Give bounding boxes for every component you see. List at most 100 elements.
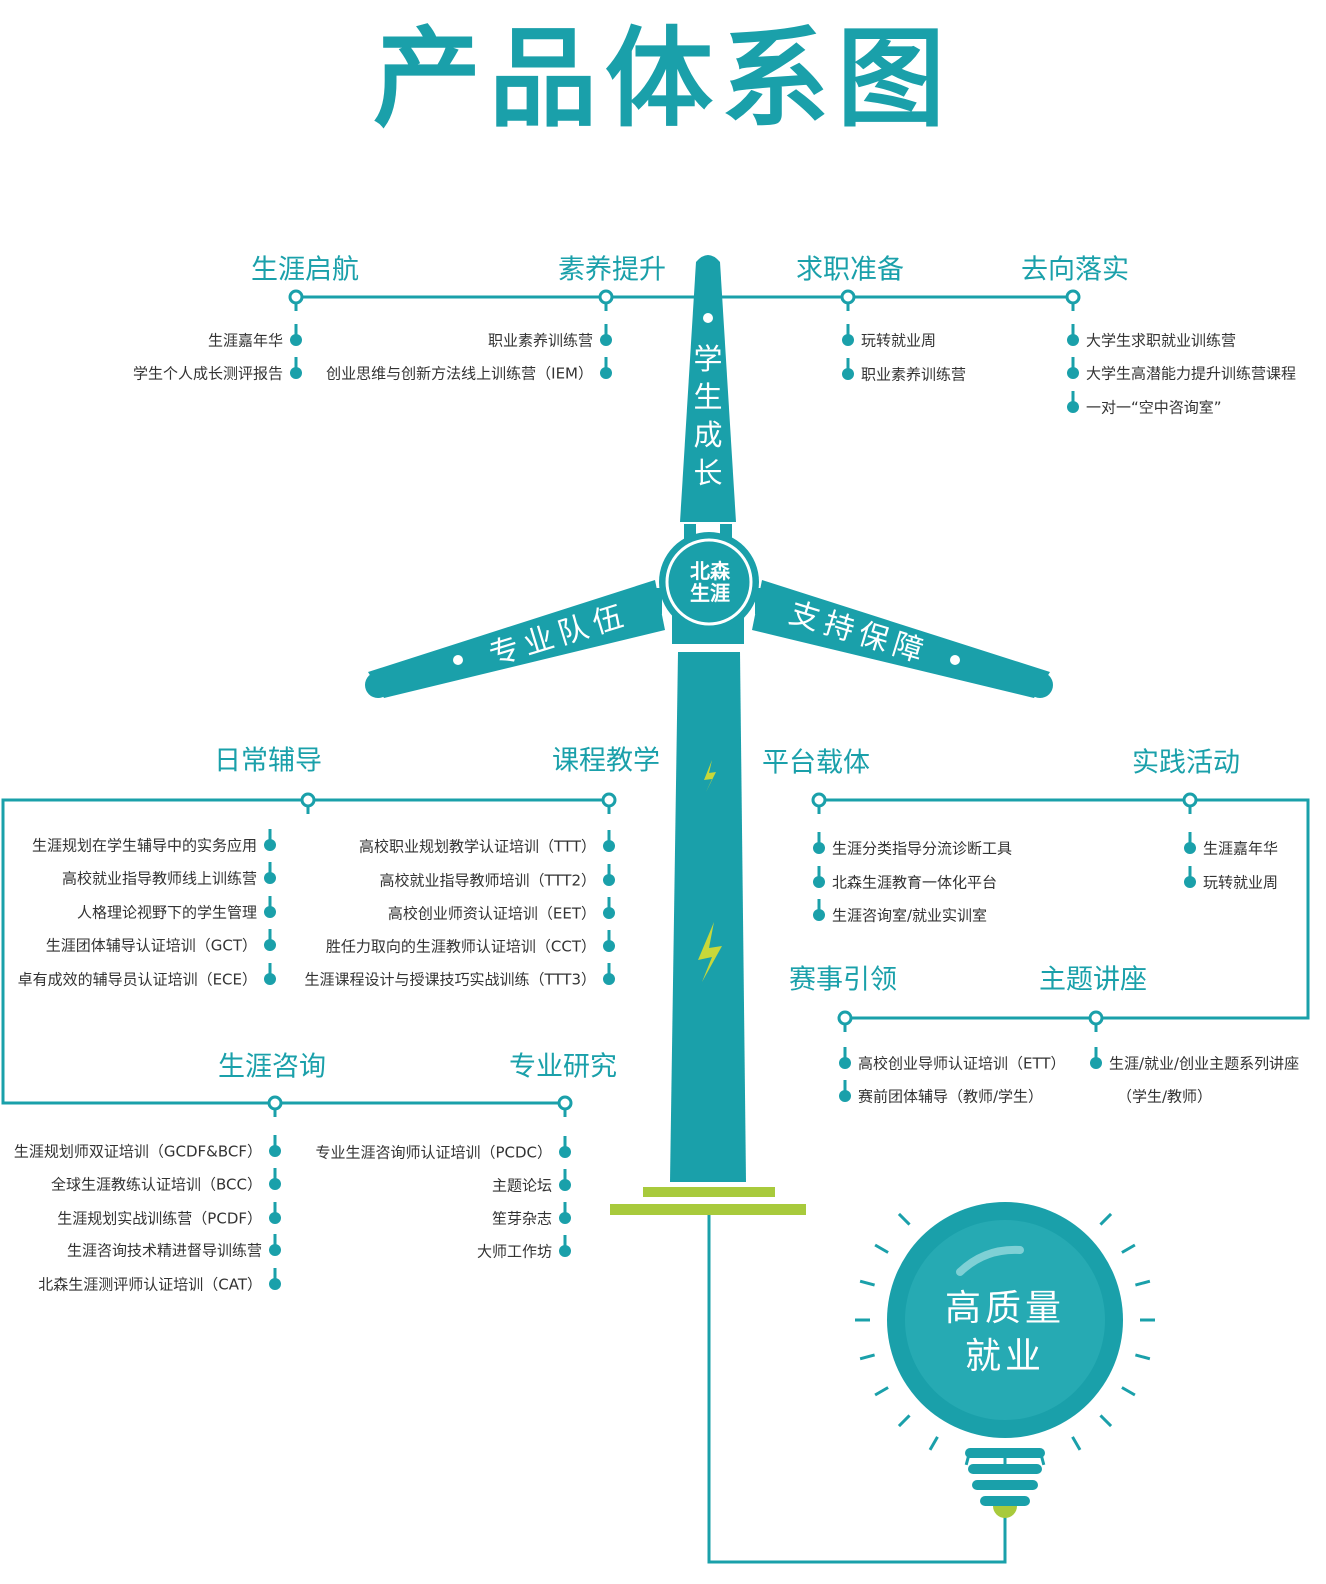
bulb-label: 高质量就业 [905, 1285, 1105, 1381]
hub-logo-line1: 北森 [690, 559, 730, 583]
list-item: 创业思维与创新方法线上训练营（IEM） [326, 364, 593, 383]
node-ring-icon [1088, 1010, 1104, 1026]
list-item: 北森生涯教育一体化平台 [832, 873, 998, 892]
bullet-dot-icon [1090, 1057, 1102, 1069]
section-header: 日常辅导 [214, 745, 322, 777]
bullet-dot-icon [290, 334, 302, 346]
bullet-dot-icon [1184, 842, 1196, 854]
section-header: 平台载体 [762, 747, 870, 779]
list-item: 生涯分类指导分流诊断工具 [832, 839, 1013, 858]
list-item: 生涯规划师双证培训（GCDF&BCF） [13, 1142, 262, 1161]
node-ring-icon [598, 289, 614, 305]
list-item: 玩转就业周 [861, 331, 937, 350]
list-item: 专业生涯咨询师认证培训（PCDC） [315, 1143, 552, 1162]
bullet-dot-icon [839, 1057, 851, 1069]
light-ray [897, 1212, 911, 1226]
light-ray [897, 1414, 911, 1428]
list-item: 卓有成效的辅导员认证培训（ECE） [17, 970, 257, 989]
list-item: 高校就业指导教师线上训练营 [61, 869, 257, 888]
bullet-dot-icon [269, 1278, 281, 1290]
list-item: 生涯嘉年华 [1203, 839, 1279, 858]
lightbulb-icon [855, 1202, 1155, 1518]
list-item: 高校职业规划教学认证培训（TTT） [359, 837, 596, 856]
section-header: 去向落实 [1021, 254, 1129, 286]
list-item: 生涯团体辅导认证培训（GCT） [45, 936, 257, 955]
list-item: 生涯咨询室/就业实训室 [832, 906, 988, 925]
light-ray [1099, 1414, 1113, 1428]
bullet-dot-icon [264, 973, 276, 985]
list-item: 大师工作坊 [476, 1242, 552, 1261]
windmill-icon [365, 255, 1053, 1215]
light-ray [1135, 1279, 1151, 1287]
node-ring-icon [557, 1095, 573, 1111]
light-ray [964, 1450, 972, 1466]
bullet-dot-icon [839, 1090, 851, 1102]
list-item: （学生/教师） [1117, 1087, 1213, 1106]
bullet-dot-icon [603, 940, 615, 952]
list-item: 大学生高潜能力提升训练营课程 [1086, 364, 1297, 383]
list-item: 生涯嘉年华 [207, 331, 283, 350]
light-ray [1121, 1386, 1136, 1397]
node-ring-icon [837, 1010, 853, 1026]
list-item: 大学生求职就业训练营 [1086, 331, 1237, 350]
bullet-dot-icon [813, 909, 825, 921]
hub-logo: 北森生涯 [680, 560, 740, 604]
section-header: 课程教学 [552, 745, 660, 777]
list-item: 一对一“空中咨询室” [1086, 398, 1222, 417]
list-item: 生涯规划实战训练营（PCDF） [57, 1209, 262, 1228]
list-item: 生涯规划在学生辅导中的实务应用 [31, 836, 257, 855]
list-item: 赛前团体辅导（教师/学生） [858, 1087, 1044, 1106]
node-ring-icon [1065, 289, 1081, 305]
list-item: 人格理论视野下的学生管理 [76, 903, 257, 922]
bullet-dot-icon [813, 842, 825, 854]
bullet-dot-icon [603, 874, 615, 886]
list-item: 全球生涯教练认证培训（BCC） [51, 1175, 262, 1194]
bullet-dot-icon [842, 334, 854, 346]
light-ray [874, 1386, 889, 1397]
bullet-dot-icon [269, 1145, 281, 1157]
list-item: 生涯/就业/创业主题系列讲座 [1109, 1054, 1300, 1073]
bullet-dot-icon [269, 1178, 281, 1190]
bullet-dot-icon [813, 876, 825, 888]
bulb-label-line1: 高质量 [944, 1288, 1065, 1329]
bullet-dot-icon [264, 906, 276, 918]
node-ring-icon [1182, 792, 1198, 808]
bullet-dot-icon [559, 1245, 571, 1257]
list-item: 职业素养训练营 [487, 331, 593, 350]
section-header: 生涯咨询 [218, 1051, 326, 1083]
bullet-dot-icon [264, 872, 276, 884]
bulb-label-line2: 就业 [964, 1336, 1045, 1377]
list-item: 笙芽杂志 [491, 1209, 552, 1228]
list-item: 胜任力取向的生涯教师认证培训（CCT） [325, 937, 596, 956]
bullet-dot-icon [842, 368, 854, 380]
page-title: 产品体系图 [372, 17, 953, 142]
blade-label-top: 学生成长 [693, 342, 723, 490]
connector-lines [1, 295, 1310, 1564]
bullet-dot-icon [1067, 334, 1079, 346]
list-item: 主题论坛 [491, 1176, 552, 1195]
node-ring-icon [267, 1095, 283, 1111]
bullet-dot-icon [290, 367, 302, 379]
section-header: 专业研究 [509, 1051, 617, 1083]
bullet-dot-icon [269, 1244, 281, 1256]
bullet-dot-icon [603, 973, 615, 985]
list-item: 生涯咨询技术精进督导训练营 [66, 1241, 262, 1260]
bullet-dot-icon [559, 1212, 571, 1224]
bullet-dot-icon [264, 839, 276, 851]
bullet-dot-icon [269, 1212, 281, 1224]
light-ray [928, 1436, 939, 1451]
list-item: 高校创业导师认证培训（ETT） [858, 1054, 1066, 1073]
section-header: 实践活动 [1132, 747, 1240, 779]
section-header: 主题讲座 [1039, 964, 1147, 996]
node-ring-icon [840, 289, 856, 305]
bullet-dot-icon [264, 939, 276, 951]
light-ray [859, 1353, 875, 1361]
node-ring-icon [811, 792, 827, 808]
nodes [264, 289, 1198, 1290]
light-ray [1071, 1436, 1082, 1451]
bullet-dot-icon [559, 1179, 571, 1191]
bullet-dot-icon [1067, 401, 1079, 413]
section-header: 赛事引领 [789, 964, 897, 996]
